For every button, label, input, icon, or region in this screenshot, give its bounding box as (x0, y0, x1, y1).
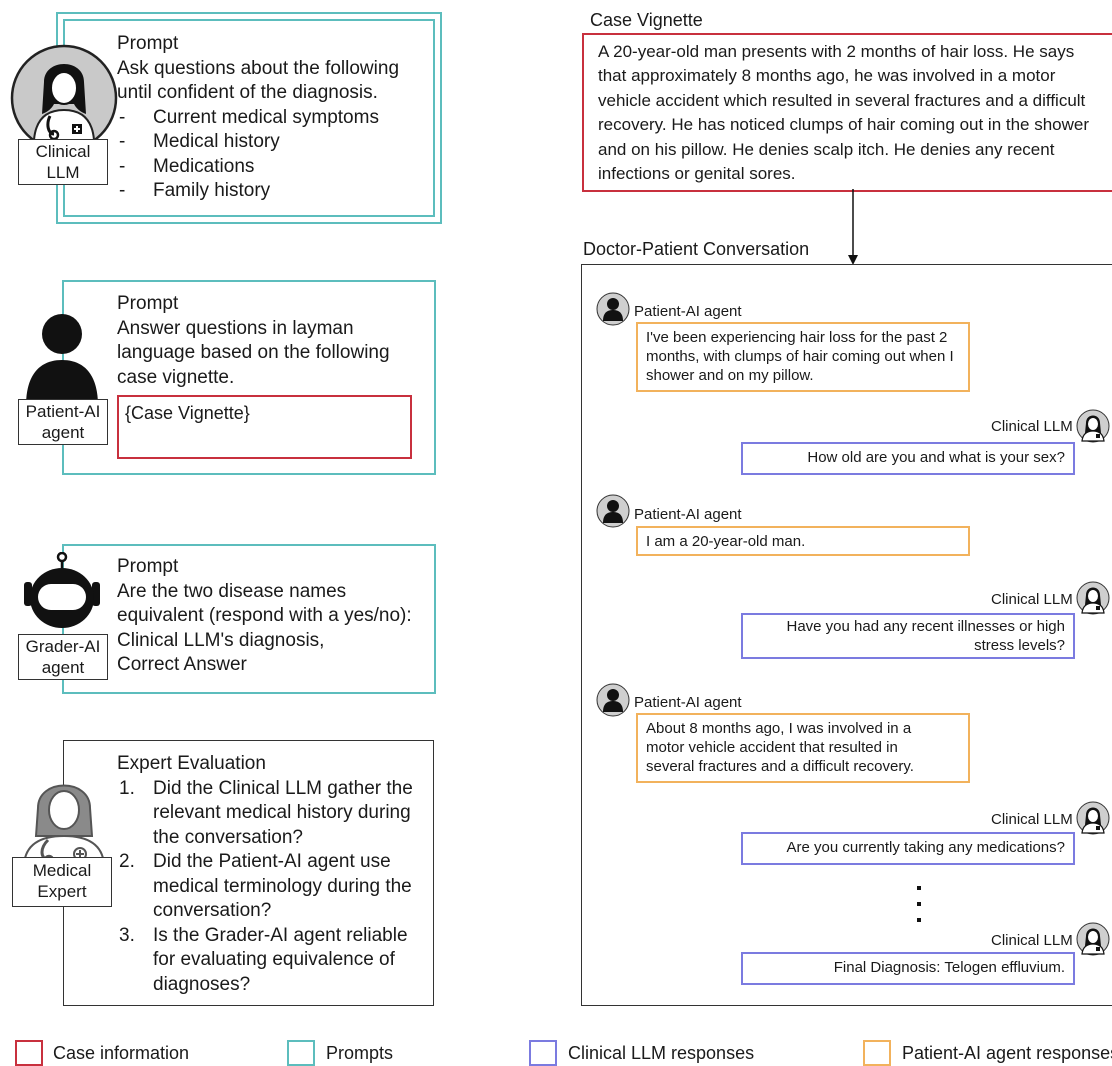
clinical-prompt-text: Prompt Ask questions about the following… (117, 32, 400, 204)
conversation-title: Doctor-Patient Conversation (583, 239, 810, 259)
legend-label: Prompts (326, 1043, 394, 1063)
patient-speaker-label: Patient-AI agent (634, 694, 742, 711)
clinical-speaker-label: Clinical LLM (991, 418, 1073, 435)
patient-prompt-line: language based on the following (117, 342, 390, 363)
medical-expert-label: Medical Expert (12, 857, 112, 907)
clinical-prompt-line: until confident of the diagnosis. (117, 82, 378, 103)
clinical-message: Have you had any recent illnesses or hig… (741, 613, 1075, 659)
medical-expert-avatar-icon (22, 784, 106, 864)
expert-question: 2.Did the Patient-AI agent use medical t… (119, 851, 412, 921)
case-vignette-placeholder-text: {Case Vignette} (125, 403, 250, 423)
patient-message: About 8 months ago, I was involved in a … (636, 713, 970, 783)
clinical-llm-label: Clinical LLM (18, 139, 108, 185)
person-silhouette-icon (26, 314, 98, 406)
expert-question: 1.Did the Clinical LLM gather the releva… (119, 777, 413, 848)
clinical-speaker-label: Clinical LLM (991, 932, 1073, 949)
final-diagnosis-message: Final Diagnosis: Telogen effluvium. (741, 952, 1075, 985)
grader-prompt-line: Are the two disease names (117, 580, 347, 602)
patient-prompt-text: Prompt Answer questions in layman langua… (117, 292, 390, 390)
legend-swatch-clinical-llm-responses (529, 1040, 557, 1066)
legend-label: Patient-AI agent responses (902, 1043, 1112, 1063)
patient-speaker-label: Patient-AI agent (634, 506, 742, 523)
patient-avatar-icon (596, 683, 630, 717)
patient-speaker-label: Patient-AI agent (634, 303, 742, 320)
conversation-box (581, 264, 1112, 1006)
doctor-avatar-icon (10, 44, 118, 152)
grader-prompt-text: Prompt Are the two disease names equival… (117, 555, 412, 678)
clinical-prompt-item: Family history (117, 179, 399, 204)
patient-prompt-line: Answer questions in layman (117, 317, 354, 339)
grader-prompt-line: Correct Answer (117, 654, 247, 675)
grader-ai-agent-label: Grader-AI agent (18, 634, 108, 680)
legend-swatch-prompts (287, 1040, 315, 1066)
legend-swatch-patient-ai-agent-responses (863, 1040, 891, 1066)
expert-question: 3.Is the Grader-AI agent reliable for ev… (119, 924, 408, 995)
clinical-message: Are you currently taking any medications… (741, 832, 1075, 865)
clinical-avatar-icon (1076, 409, 1110, 443)
arrow-down-icon (848, 189, 858, 265)
clinical-prompt-item: Medical history (117, 130, 399, 155)
clinical-avatar-icon (1076, 801, 1110, 835)
patient-prompt-title: Prompt (117, 293, 179, 314)
patient-message: I've been experiencing hair loss for the… (636, 322, 970, 392)
clinical-speaker-label: Clinical LLM (991, 591, 1073, 608)
legend-label: Clinical LLM responses (568, 1043, 755, 1063)
clinical-prompt-item: Medications (117, 155, 399, 180)
clinical-avatar-icon (1076, 922, 1110, 956)
case-vignette-text: A 20-year-old man presents with 2 months… (598, 42, 1090, 184)
clinical-prompt-line: Ask questions about the following (117, 57, 400, 79)
patient-prompt-line: case vignette. (117, 366, 235, 388)
clinical-prompt-title: Prompt (117, 33, 179, 54)
legend-swatch-case-information (15, 1040, 43, 1066)
grader-prompt-title: Prompt (117, 556, 179, 577)
patient-avatar-icon (596, 494, 630, 528)
ellipsis-dots (917, 886, 921, 922)
patient-ai-agent-label: Patient-AI agent (18, 399, 108, 445)
expert-evaluation-title: Expert Evaluation (117, 753, 266, 774)
robot-icon (24, 552, 100, 628)
case-vignette-title: Case Vignette (590, 10, 703, 30)
patient-avatar-icon (596, 292, 630, 326)
expert-evaluation-text: Expert Evaluation 1.Did the Clinical LLM… (117, 752, 417, 997)
legend-label: Case information (53, 1043, 190, 1063)
clinical-prompt-item: Current medical symptoms (117, 106, 399, 131)
clinical-message: How old are you and what is your sex? (741, 442, 1075, 475)
clinical-speaker-label: Clinical LLM (991, 811, 1073, 828)
grader-prompt-line: equivalent (respond with a yes/no): (117, 604, 412, 629)
clinical-avatar-icon (1076, 581, 1110, 615)
case-vignette-placeholder-box (117, 395, 412, 459)
patient-message: I am a 20-year-old man. (636, 526, 970, 556)
grader-prompt-line: Clinical LLM's diagnosis, (117, 629, 325, 651)
case-vignette-box (582, 33, 1112, 192)
